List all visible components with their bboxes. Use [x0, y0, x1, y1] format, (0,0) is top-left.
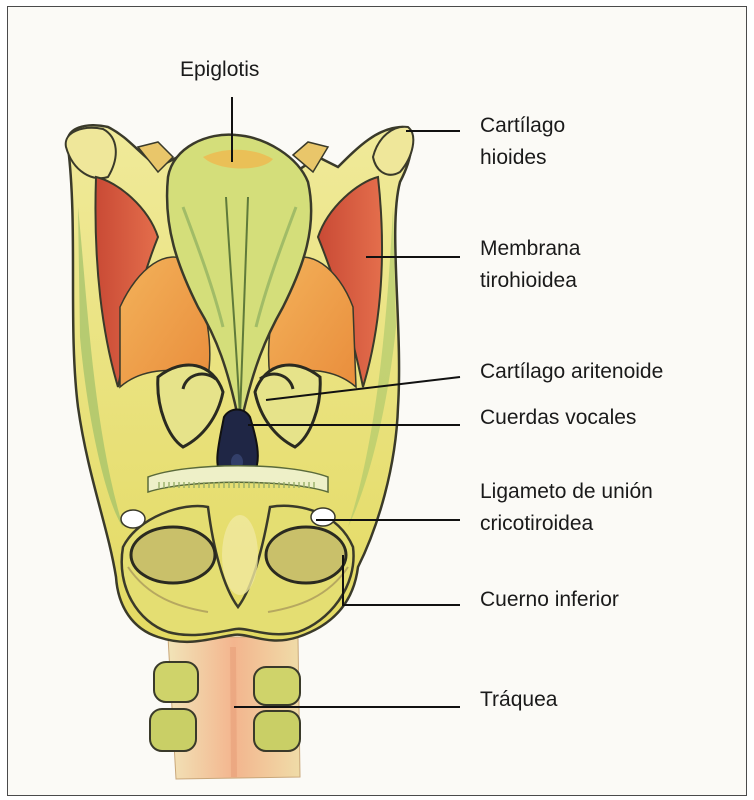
trachea-ring-left-1	[154, 662, 198, 702]
trachea-ring-right-2	[254, 711, 300, 751]
label-ligamento-line2: cricotiroidea	[480, 511, 653, 537]
inferior-horn-right	[311, 508, 335, 526]
label-membrana-tirohioidea: Membrana tirohioidea	[480, 236, 580, 294]
label-ligamento-line1: Ligameto de unión	[480, 479, 653, 505]
label-cartilago-hioides: Cartílago hioides	[480, 113, 565, 171]
label-cartilago-aritenoide: Cartílago aritenoide	[480, 359, 663, 385]
label-traquea: Tráquea	[480, 687, 557, 713]
label-ligamento: Ligameto de unión cricotiroidea	[480, 479, 653, 537]
label-cuerno-inferior: Cuerno inferior	[480, 587, 619, 613]
label-cuerdas-vocales: Cuerdas vocales	[480, 405, 636, 431]
label-epiglotis: Epiglotis	[180, 57, 259, 83]
label-cuerno-text: Cuerno inferior	[480, 587, 619, 613]
inferior-horn-left	[121, 510, 145, 528]
label-traquea-text: Tráquea	[480, 687, 557, 713]
larynx-illustration	[8, 7, 748, 797]
label-membrana-line1: Membrana	[480, 236, 580, 262]
label-aritenoide-text: Cartílago aritenoide	[480, 359, 663, 385]
label-hioides-line2: hioides	[480, 145, 565, 171]
trachea-ring-left-2	[150, 709, 196, 751]
label-epiglotis-text: Epiglotis	[180, 57, 259, 83]
figure-frame: Epiglotis Cartílago hioides Membrana tir…	[7, 6, 747, 796]
label-cuerdas-text: Cuerdas vocales	[480, 405, 636, 431]
label-hioides-line1: Cartílago	[480, 113, 565, 139]
label-membrana-line2: tirohioidea	[480, 268, 580, 294]
trachea-ring-right-1	[254, 667, 300, 705]
